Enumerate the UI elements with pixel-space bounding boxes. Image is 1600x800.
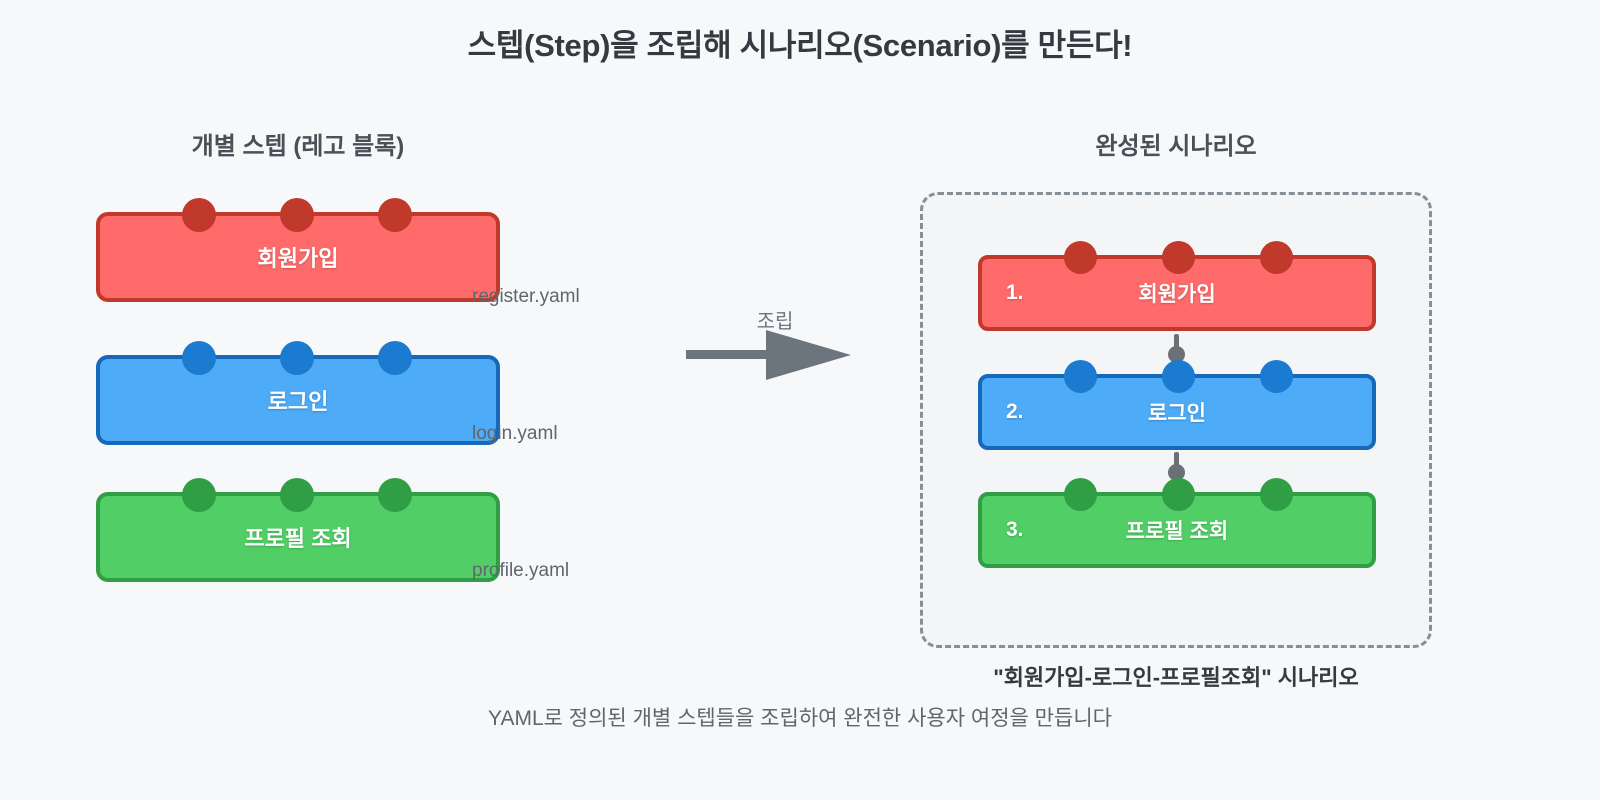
step-block-register[interactable]: 회원가입 [96,198,500,302]
lego-stud-icon [378,478,412,512]
page-title: 스텝(Step)을 조립해 시나리오(Scenario)를 만든다! [467,28,1133,63]
lego-stud-icon [182,478,216,512]
lego-stud-icon [1260,478,1293,511]
step-block-label: 프로필 조회 [244,526,352,551]
lego-stud-icon [378,341,412,375]
step-block-profile[interactable]: 프로필 조회 [96,478,500,582]
pin-head [1168,464,1185,481]
connector-pin-icon [1168,452,1185,482]
pin-stem [1174,334,1179,352]
lego-stud-icon [280,341,314,375]
lego-stud-icon [1162,241,1195,274]
lego-stud-icon [182,341,216,375]
lego-stud-icon [280,478,314,512]
scenario-step-number: 1. [1006,281,1024,304]
scenario-step-number: 3. [1006,518,1024,541]
lego-stud-icon [1260,360,1293,393]
lego-stud-icon [1064,360,1097,393]
lego-stud-icon [1162,360,1195,393]
step-file-label-login: login.yaml [472,423,558,444]
step-block-label: 로그인 [267,389,329,414]
lego-stud-icon [1260,241,1293,274]
left-column-heading: 개별 스텝 (레고 블록) [191,133,405,160]
scenario-caption: "회원가입-로그인-프로필조회" 시나리오 [993,665,1359,690]
connector-pin-icon [1168,334,1185,364]
lego-stud-icon [280,198,314,232]
scenario-step-label: 로그인 [1148,402,1206,425]
lego-stud-icon [1162,478,1195,511]
step-block-label: 회원가입 [257,246,339,271]
scenario-step-label: 회원가입 [1138,283,1216,306]
scenario-block-1[interactable]: 1. 회원가입 [978,241,1376,331]
scenario-block-2[interactable]: 2. 로그인 [978,360,1376,450]
pin-stem [1174,452,1179,470]
assemble-arrow-icon [686,330,851,380]
pin-head [1168,346,1185,363]
lego-stud-icon [1064,478,1097,511]
step-file-label-register: register.yaml [472,286,580,307]
lego-stud-icon [182,198,216,232]
step-block-login[interactable]: 로그인 [96,341,500,445]
assemble-arrow-label: 조립 [756,311,794,333]
lego-stud-icon [1064,241,1097,274]
right-column-heading: 완성된 시나리오 [1095,133,1257,160]
scenario-step-label: 프로필 조회 [1125,520,1229,543]
scenario-step-number: 2. [1006,400,1024,423]
step-file-label-profile: profile.yaml [472,560,570,581]
footer-note: YAML로 정의된 개별 스텝들을 조립하여 완전한 사용자 여정을 만듭니다 [488,707,1112,730]
scenario-block-3[interactable]: 3. 프로필 조회 [978,478,1376,568]
lego-stud-icon [378,198,412,232]
